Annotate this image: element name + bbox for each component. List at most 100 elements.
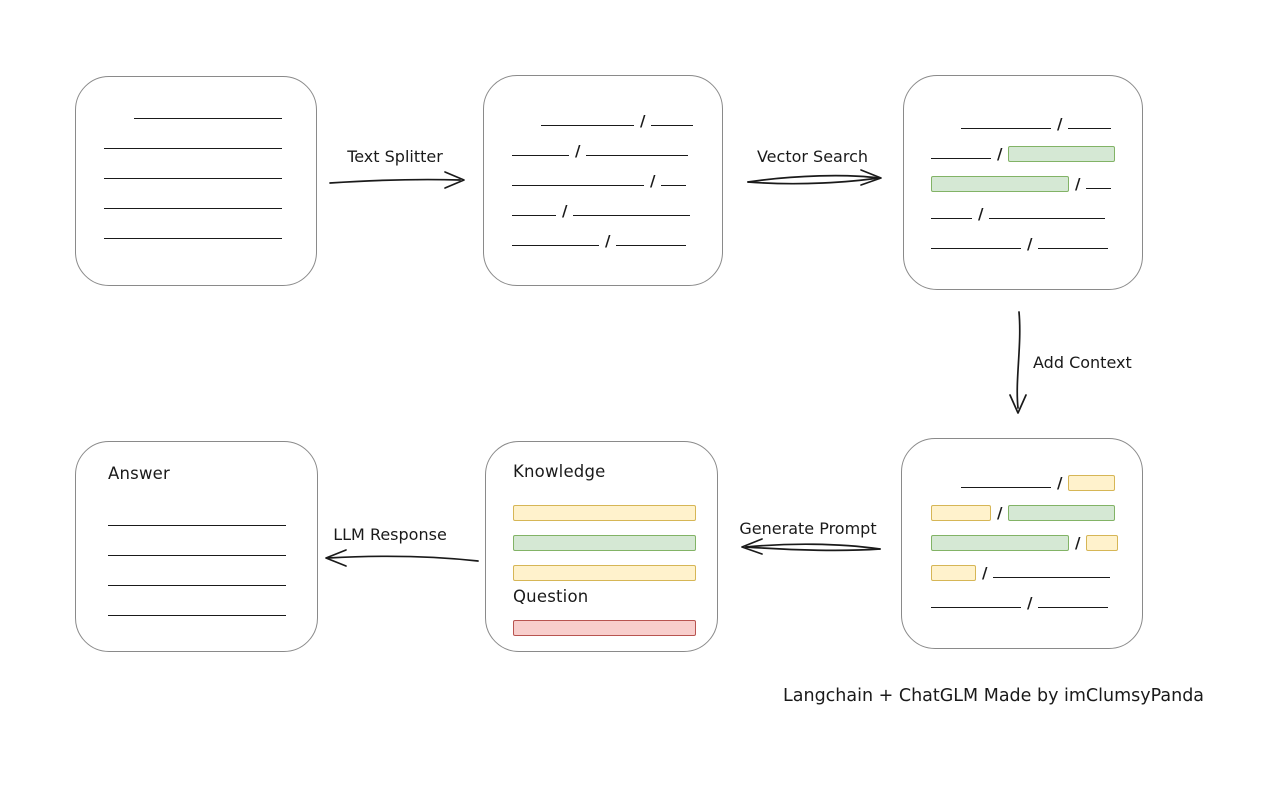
vector-search-result-box: / / / / / xyxy=(903,75,1143,290)
green-chunk-highlight xyxy=(931,535,1069,551)
chunk-row xyxy=(108,529,317,559)
text-line xyxy=(108,614,286,616)
text-line xyxy=(512,184,644,186)
question-bar xyxy=(513,606,717,636)
text-line xyxy=(104,237,282,239)
llm-response-arrow xyxy=(325,549,479,567)
context-chunks-box: ///// xyxy=(901,438,1143,649)
chunk-row: / xyxy=(931,521,1142,551)
slash-separator: / xyxy=(562,202,568,220)
text-line xyxy=(134,117,282,119)
red-chunk-highlight xyxy=(513,620,696,636)
text-line xyxy=(651,124,694,126)
text-line xyxy=(1068,127,1112,129)
chunk-row xyxy=(104,122,316,152)
vector-search-arrow xyxy=(747,169,882,186)
slash-separator: / xyxy=(1057,474,1063,492)
green-chunk-highlight xyxy=(1008,146,1116,162)
chunk-row xyxy=(513,491,717,521)
yellow-chunk-highlight xyxy=(1086,535,1119,551)
chunk-row: / xyxy=(931,222,1142,252)
chunk-row: / xyxy=(512,129,722,159)
slash-separator: / xyxy=(650,172,656,190)
text-line xyxy=(586,154,689,156)
chunk-row xyxy=(108,559,317,589)
text-line xyxy=(931,217,972,219)
matched-chunk-rows: / / / / / xyxy=(931,102,1142,252)
green-chunk-highlight xyxy=(931,176,1069,192)
text-splitter-label: Text Splitter xyxy=(347,147,443,166)
text-line xyxy=(108,584,286,586)
knowledge-label: Knowledge xyxy=(513,462,606,481)
slash-separator: / xyxy=(605,232,611,250)
question-label: Question xyxy=(513,587,589,606)
slash-separator: / xyxy=(982,564,988,582)
text-line xyxy=(104,147,282,149)
document-lines xyxy=(104,92,316,242)
chunk-row xyxy=(513,606,717,636)
answer-label: Answer xyxy=(108,464,170,483)
chunk-row: / xyxy=(931,102,1142,132)
chunk-row: / xyxy=(931,461,1142,491)
text-line xyxy=(512,214,556,216)
text-line xyxy=(104,177,282,179)
slash-separator: / xyxy=(1075,175,1081,193)
source-document-box xyxy=(75,76,317,286)
vector-search-label: Vector Search xyxy=(756,147,869,166)
diagram-caption: Langchain + ChatGLM Made by imClumsyPand… xyxy=(783,686,1205,706)
text-line xyxy=(512,244,599,246)
chunk-rows: / / / / / xyxy=(512,99,722,249)
chunk-row: / xyxy=(931,162,1142,192)
yellow-chunk-highlight xyxy=(1068,475,1116,491)
chunk-row: / xyxy=(931,192,1142,222)
text-line xyxy=(931,247,1021,249)
add-context-arrow xyxy=(1009,311,1027,414)
text-line xyxy=(616,244,687,246)
text-line xyxy=(541,124,634,126)
text-line xyxy=(661,184,687,186)
chunk-row xyxy=(104,182,316,212)
text-line xyxy=(573,214,691,216)
prompt-box: Knowledge Question xyxy=(485,441,718,652)
chunk-row: / xyxy=(931,581,1142,611)
text-line xyxy=(512,154,569,156)
chunk-row xyxy=(104,152,316,182)
slash-separator: / xyxy=(978,205,984,223)
slash-separator: / xyxy=(640,112,646,130)
answer-box: Answer xyxy=(75,441,318,652)
yellow-chunk-highlight xyxy=(931,505,991,521)
llm-response-label: LLM Response xyxy=(333,525,447,544)
chunk-row: / xyxy=(512,159,722,189)
generate-prompt-arrow xyxy=(741,538,881,555)
text-line xyxy=(989,217,1106,219)
text-line xyxy=(1086,187,1112,189)
text-line xyxy=(108,524,286,526)
chunk-row: / xyxy=(931,132,1142,162)
knowledge-bars xyxy=(513,491,717,581)
text-line xyxy=(1038,247,1109,249)
chunk-row xyxy=(513,521,717,551)
slash-separator: / xyxy=(1027,235,1033,253)
chunk-row xyxy=(108,589,317,619)
slash-separator: / xyxy=(575,142,581,160)
add-context-label: Add Context xyxy=(1033,353,1132,372)
chunk-row xyxy=(104,92,316,122)
chunk-row: / xyxy=(512,99,722,129)
slash-separator: / xyxy=(997,145,1003,163)
green-chunk-highlight xyxy=(1008,505,1116,521)
chunk-row xyxy=(108,499,317,529)
yellow-chunk-highlight xyxy=(513,565,696,581)
chunk-row xyxy=(513,551,717,581)
chunk-row: / xyxy=(512,219,722,249)
context-chunk-rows: ///// xyxy=(931,461,1142,611)
slash-separator: / xyxy=(1057,115,1063,133)
text-chunks-box: / / / / / xyxy=(483,75,723,286)
chunk-row: / xyxy=(931,491,1142,521)
text-line xyxy=(104,207,282,209)
text-line xyxy=(931,606,1021,608)
text-splitter-arrow xyxy=(329,171,465,189)
answer-lines xyxy=(108,499,317,619)
slash-separator: / xyxy=(1075,534,1081,552)
slash-separator: / xyxy=(1027,594,1033,612)
